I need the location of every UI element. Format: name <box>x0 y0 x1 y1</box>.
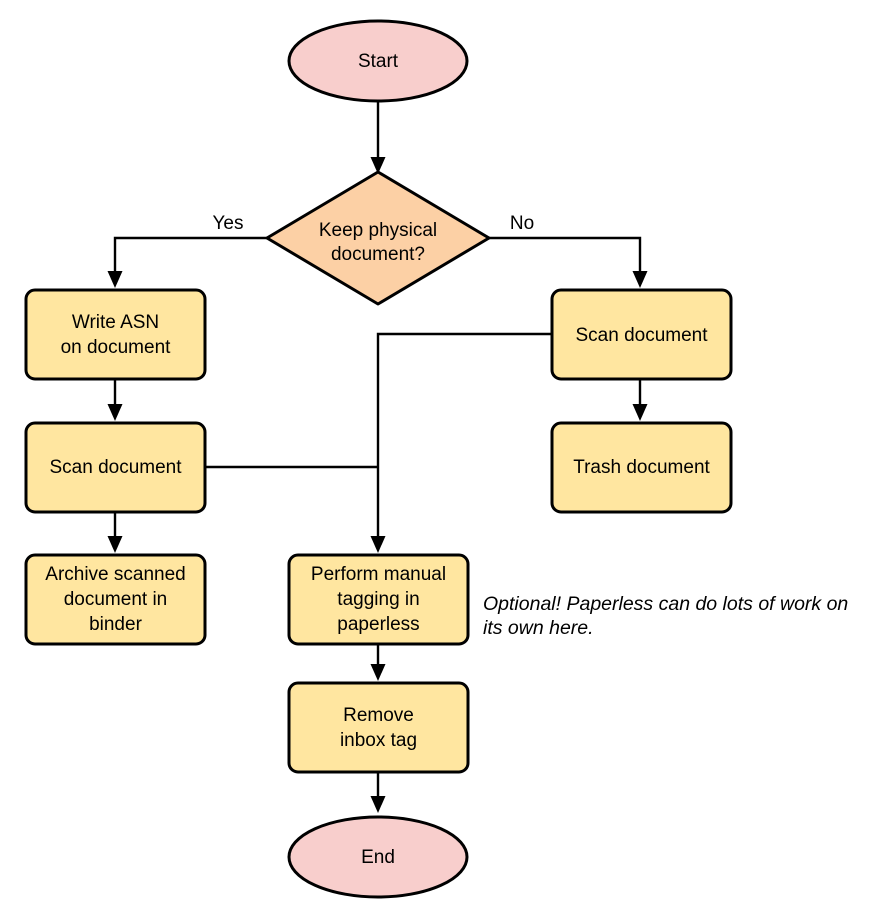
node-archive-label-line1: Archive scanned <box>45 564 185 585</box>
edge-scan-right-to-tagging <box>370 332 552 553</box>
node-tagging-label-line3: paperless <box>337 614 419 635</box>
node-decision-label-line2: document? <box>331 244 425 265</box>
edge-line <box>489 236 642 275</box>
annotation-optional-note: Optional! Paperless can do lots of work … <box>483 593 848 639</box>
edge-write-asn-to-scan-left <box>107 378 123 421</box>
archive-binder-box[interactable] <box>24 553 207 646</box>
edge-label-no: No <box>510 213 534 234</box>
start-ellipse[interactable] <box>287 19 469 103</box>
node-manual-tagging[interactable]: Perform manual tagging in paperless <box>287 553 470 646</box>
arrowhead <box>370 536 386 553</box>
scan-document-left-box[interactable] <box>24 421 207 514</box>
decision-diamond[interactable] <box>265 170 491 306</box>
arrowhead <box>370 157 386 174</box>
node-archive-binder[interactable]: Archive scanned document in binder <box>24 553 207 646</box>
node-tagging-label-line2: tagging in <box>337 589 419 610</box>
node-scan-right-label: Scan document <box>575 325 708 346</box>
node-write-asn[interactable]: Write ASN on document <box>24 288 207 381</box>
manual-tagging-box[interactable] <box>287 553 470 646</box>
node-scan-document-right[interactable]: Scan document <box>550 288 733 381</box>
edge-remove-inbox-to-end <box>370 772 386 813</box>
node-scan-document-left[interactable]: Scan document <box>24 421 207 514</box>
edge-tagging-to-remove-inbox <box>370 641 386 681</box>
node-keep-physical-decision[interactable]: Keep physical document? <box>265 170 491 306</box>
edge-scan-right-to-trash <box>632 378 648 421</box>
node-tagging-label-line1: Perform manual <box>311 564 446 585</box>
node-start-label: Start <box>358 51 399 72</box>
edge-scan-left-to-archive <box>107 510 123 553</box>
edge-start-to-decision <box>370 100 386 174</box>
edge-decision-to-write-asn: Yes <box>107 213 268 288</box>
arrowhead <box>370 796 386 813</box>
node-scan-left-label: Scan document <box>49 457 182 478</box>
node-end[interactable]: End <box>287 815 469 899</box>
node-end-label: End <box>361 847 395 868</box>
node-remove-inbox-tag[interactable]: Remove inbox tag <box>287 681 470 774</box>
end-ellipse[interactable] <box>287 815 469 899</box>
node-remove-inbox-label-line1: Remove <box>343 705 414 726</box>
node-start[interactable]: Start <box>287 19 469 103</box>
arrowhead <box>632 404 648 421</box>
arrowhead <box>107 536 123 553</box>
node-remove-inbox-label-line2: inbox tag <box>340 730 417 751</box>
scan-document-right-box[interactable] <box>550 288 733 381</box>
node-write-asn-label-line2: on document <box>61 337 172 358</box>
remove-inbox-box[interactable] <box>287 681 470 774</box>
node-trash-document[interactable]: Trash document <box>550 421 733 514</box>
trash-document-box[interactable] <box>550 421 733 514</box>
write-asn-box[interactable] <box>24 288 207 381</box>
node-write-asn-label-line1: Write ASN <box>72 312 159 333</box>
arrowhead <box>107 404 123 421</box>
edge-line <box>376 332 552 540</box>
node-decision-label-line1: Keep physical <box>319 220 437 241</box>
edge-decision-to-scan-right: No <box>489 213 648 288</box>
node-archive-label-line3: binder <box>89 614 142 635</box>
edge-line <box>113 236 268 275</box>
arrowhead <box>107 271 123 288</box>
optional-note-line1: Optional! Paperless can do lots of work … <box>483 593 848 615</box>
node-archive-label-line2: document in <box>64 589 168 610</box>
edge-label-yes: Yes <box>213 213 244 234</box>
optional-note-line2: its own here. <box>483 617 594 639</box>
node-trash-label: Trash document <box>573 457 710 478</box>
arrowhead <box>370 664 386 681</box>
arrowhead <box>632 271 648 288</box>
